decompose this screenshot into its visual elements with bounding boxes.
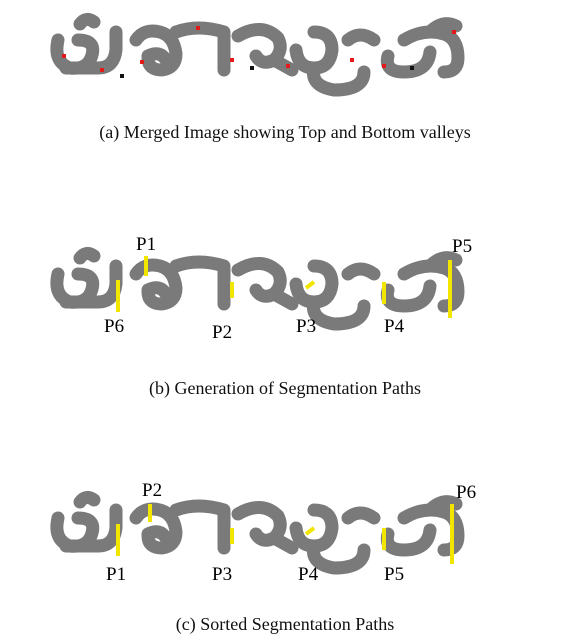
- kannada-word-image-c: P2 P1 P3 P4 P5 P6: [50, 480, 476, 585]
- path-label: P1: [106, 564, 126, 585]
- caption-a: (a) Merged Image showing Top and Bottom …: [99, 122, 471, 142]
- valley-markers-a: [62, 26, 456, 78]
- segmentation-paths-b: [116, 256, 452, 318]
- panel-b: P1 P6 P2 P3 P4 P5 (b) Generation of Segm…: [0, 220, 570, 410]
- panel-a: (a) Merged Image showing Top and Bottom …: [0, 0, 570, 160]
- path-label: P6: [104, 316, 124, 337]
- panel-c: P2 P1 P3 P4 P5 P6 (c) Sorted Segmentatio…: [0, 470, 570, 642]
- path-label: P4: [384, 316, 405, 337]
- kannada-word-image-a: [50, 12, 465, 97]
- path-label: P3: [296, 316, 316, 337]
- path-label: P6: [456, 482, 476, 503]
- caption-c: (c) Sorted Segmentation Paths: [175, 614, 395, 634]
- path-label: P2: [212, 322, 232, 343]
- caption-b: (b) Generation of Segmentation Paths: [149, 378, 421, 398]
- path-label: P5: [452, 236, 472, 257]
- path-label: P4: [298, 564, 319, 585]
- path-label: P2: [142, 480, 162, 501]
- path-label: P1: [136, 234, 156, 255]
- kannada-word-image-b: P1 P6 P2 P3 P4 P5: [50, 234, 472, 343]
- segmentation-paths-c: [116, 504, 454, 564]
- path-label: P3: [212, 564, 232, 585]
- path-label: P5: [384, 564, 404, 585]
